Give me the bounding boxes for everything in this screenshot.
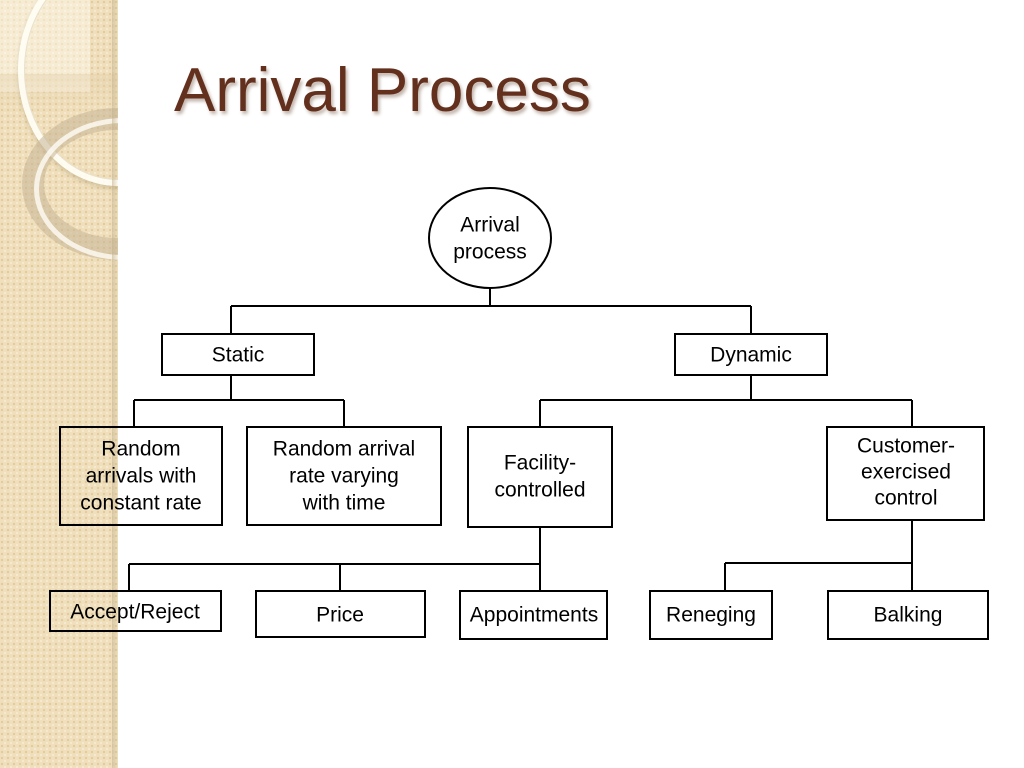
reneging-box[interactable] <box>649 590 773 640</box>
facility-controlled-box[interactable] <box>467 426 613 528</box>
customer-label-line3: control <box>874 487 937 510</box>
random-vary-label-line3: with time <box>302 492 386 515</box>
node-dynamic[interactable]: Dynamic <box>674 333 828 376</box>
node-random-arrival-rate-varying[interactable]: Random arrival rate varying with time <box>246 426 442 526</box>
connectors-facility-children <box>128 527 541 591</box>
customer-exercised-control-box[interactable] <box>826 426 985 521</box>
random-arrivals-constant-rate-box[interactable] <box>59 426 223 526</box>
price-box[interactable] <box>255 590 426 638</box>
node-random-arrivals-constant-rate[interactable]: Random arrivals with constant rate <box>59 426 223 526</box>
connectors-static-children <box>133 375 345 427</box>
accept-reject-box[interactable] <box>49 590 222 632</box>
node-price[interactable]: Price <box>255 590 426 638</box>
random-vary-label-line1: Random arrival <box>273 438 415 461</box>
random-arrival-rate-varying-box[interactable] <box>246 426 442 526</box>
page-title: Arrival Process <box>174 56 591 125</box>
static-box[interactable] <box>161 333 315 376</box>
balking-box[interactable] <box>827 590 989 640</box>
sidebar-edge-shadow <box>112 0 118 768</box>
customer-label-line2: exercised <box>861 461 951 484</box>
appointments-box[interactable] <box>459 590 608 640</box>
random-const-label-line2: arrivals with <box>86 465 197 488</box>
node-arrival-process[interactable]: Arrival process <box>428 187 552 289</box>
node-appointments[interactable]: Appointments <box>459 590 608 640</box>
random-vary-label-line2: rate varying <box>289 465 399 488</box>
node-balking[interactable]: Balking <box>827 590 989 640</box>
arrival-process-label-line2: process <box>453 241 527 264</box>
node-reneging[interactable]: Reneging <box>649 590 773 640</box>
price-label: Price <box>316 604 364 627</box>
dynamic-box[interactable] <box>674 333 828 376</box>
connectors-dynamic-children <box>539 375 913 427</box>
arrival-process-ellipse[interactable] <box>428 187 552 289</box>
connectors-customer-children <box>724 520 913 591</box>
node-facility-controlled[interactable]: Facility- controlled <box>467 426 613 528</box>
accept-reject-label: Accept/Reject <box>70 601 200 624</box>
node-static[interactable]: Static <box>161 333 315 376</box>
reneging-label: Reneging <box>666 604 756 627</box>
customer-label-line1: Customer- <box>857 435 955 458</box>
random-const-label-line1: Random <box>101 438 180 461</box>
node-accept-reject[interactable]: Accept/Reject <box>49 590 222 632</box>
connectors-root-to-level1 <box>230 287 752 334</box>
facility-label-line1: Facility- <box>504 452 576 475</box>
random-const-label-line3: constant rate <box>80 492 201 515</box>
node-customer-exercised-control[interactable]: Customer- exercised control <box>826 426 985 521</box>
facility-label-line2: controlled <box>494 479 585 502</box>
balking-label: Balking <box>874 604 943 627</box>
dynamic-label: Dynamic <box>710 344 792 367</box>
appointments-label: Appointments <box>470 604 598 627</box>
decorative-sidebar <box>0 0 118 768</box>
arrival-process-label-line1: Arrival <box>460 214 520 237</box>
static-label: Static <box>212 344 265 367</box>
